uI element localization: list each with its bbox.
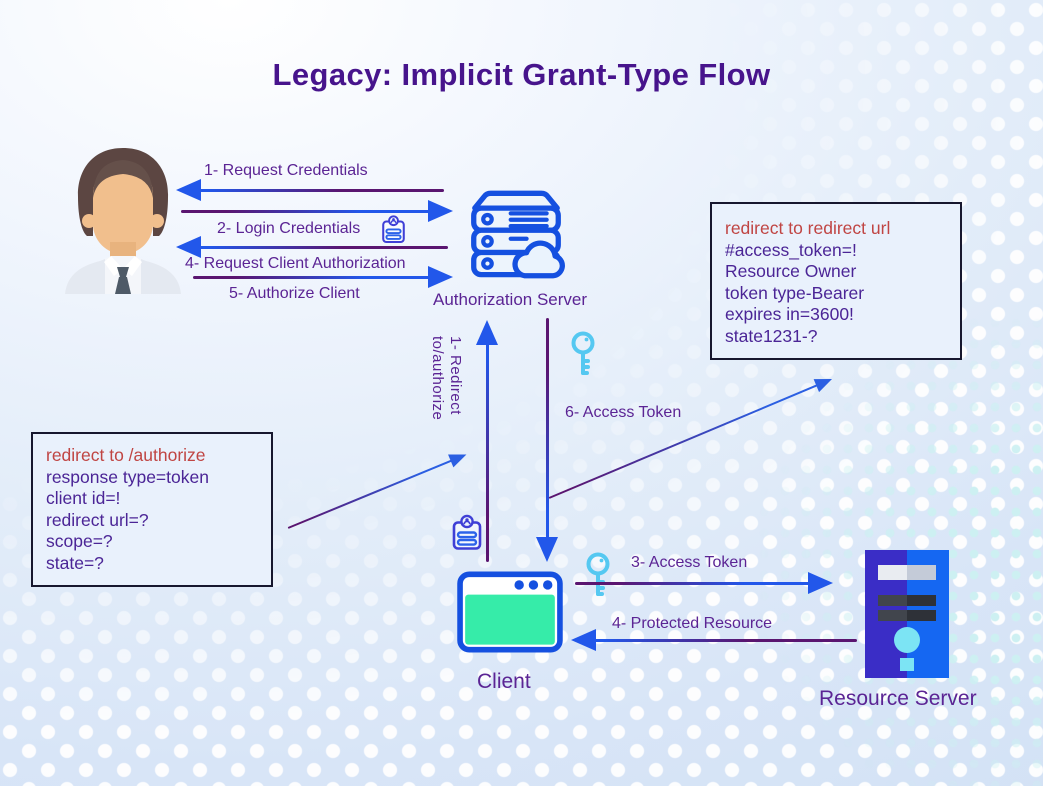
redirect-label-line1: 1- Redirect xyxy=(447,336,464,415)
note-line: token type-Bearer xyxy=(725,282,865,303)
step1-label: 1- Request Credentials xyxy=(204,162,368,179)
arrow-protected-resource xyxy=(571,629,857,651)
arrow-request-client-authorization xyxy=(176,236,448,258)
arrow-request-credentials xyxy=(176,179,444,201)
arrow-authorize-client xyxy=(193,266,453,288)
authorization-server-label: Authorization Server xyxy=(433,290,588,309)
note-heading: redirect to /authorize xyxy=(46,445,206,465)
note-line: client id=! xyxy=(46,488,121,508)
access-token-key-icon xyxy=(571,331,595,375)
redirect-label-line2: to/authorize xyxy=(429,336,446,421)
resource-server-icon xyxy=(865,550,949,678)
note-line: state1231-? xyxy=(725,325,818,346)
note-line: state=? xyxy=(46,552,104,573)
arrow-redirect-with-token xyxy=(536,318,558,562)
step4-label: 4- Request Client Authorization xyxy=(185,255,406,272)
note-line: scope=? xyxy=(46,531,113,551)
credentials-badge-icon xyxy=(452,514,482,550)
resource-server-label: Resource Server xyxy=(819,687,977,710)
note-line: expires in=3600! xyxy=(725,304,854,324)
client-label: Client xyxy=(477,670,531,693)
page-title: Legacy: Implicit Grant-Type Flow xyxy=(272,57,771,92)
authorization-server-icon xyxy=(471,190,565,279)
credentials-badge-icon xyxy=(382,215,405,244)
step6-label: 6- Access Token xyxy=(565,404,682,421)
arrow-access-token-to-note xyxy=(545,370,836,507)
arrow-login-credentials xyxy=(181,200,453,222)
client-browser-icon xyxy=(457,571,563,653)
step3-label: 3- Access Token xyxy=(631,554,748,571)
note-line: #access_token=! xyxy=(725,239,857,260)
step4b-label: 4- Protected Resource xyxy=(612,615,773,632)
note-line: Resource Owner xyxy=(725,261,857,281)
redirect-to-authorize-label: 1- Redirect to/authorize xyxy=(428,336,464,476)
arrow-redirect-to-authorize xyxy=(476,320,498,562)
authorize-request-note: redirect to /authorize response type=tok… xyxy=(31,432,273,587)
step2-label: 2- Login Credentials xyxy=(217,220,361,237)
step5-label: 5- Authorize Client xyxy=(229,285,360,302)
note-heading: redirect to redirect url xyxy=(725,218,891,238)
note-line: response type=token xyxy=(46,466,209,487)
arrow-access-token xyxy=(575,572,833,594)
redirect-response-note: redirect to redirect url #access_token=!… xyxy=(710,202,962,360)
note-line: redirect url=? xyxy=(46,509,149,530)
arrow-note-to-redirect xyxy=(284,445,470,537)
user-avatar-icon xyxy=(65,148,181,294)
